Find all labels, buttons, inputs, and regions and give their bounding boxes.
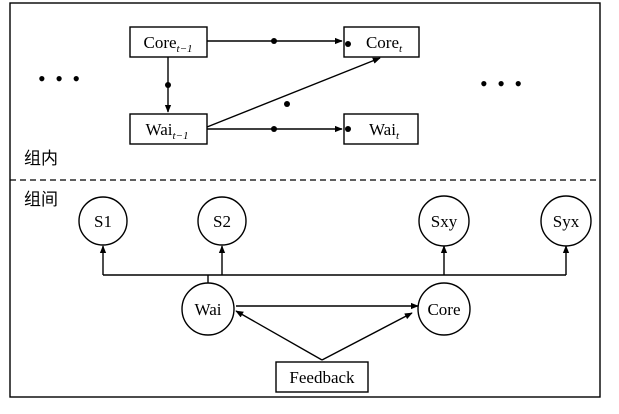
node-sxy-label: Sxy [431,212,458,231]
node-s1: S1 [78,196,128,246]
svg-text:Coret: Coret [366,33,403,55]
node-core-label: Core [427,300,460,319]
node-feedback-label: Feedback [289,368,355,387]
edge-feedback-to-wai [235,310,323,361]
section-label-between: 组间 [24,190,58,210]
node-wai-prev-label: Wai [146,120,173,139]
outer-frame [9,2,601,398]
section-label-within: 组内 [24,149,58,169]
node-core-prev-label: Core [143,33,176,52]
node-wai-curr-label: Wai [369,120,396,139]
edge-dot [271,38,277,44]
edge-dot [165,82,171,88]
node-core-curr-subscript: t [399,43,403,55]
edge-dot [284,101,290,107]
node-wai: Wai [181,282,235,336]
node-wai-curr-subscript: t [396,130,400,142]
ellipsis-left: • • • [38,66,82,91]
edge-feedback-to-core [321,312,413,361]
svg-text:Wait−1: Wait−1 [146,120,189,142]
ellipsis-right: • • • [480,71,524,96]
node-s2-label: S2 [213,212,231,231]
node-sxy: Sxy [418,195,470,247]
node-s2: S2 [197,196,247,246]
svg-text:Coret−1: Coret−1 [143,33,192,55]
node-wai-prev-subscript: t−1 [172,130,188,142]
node-feedback: Feedback [275,361,369,393]
svg-text:Wait: Wait [369,120,400,142]
node-core-prev: Coret−1 [129,26,208,58]
node-syx: Syx [540,195,592,247]
node-wai-curr: Wait [343,113,419,145]
node-wai-label: Wai [195,300,222,319]
edge-wai-prev-to-core-curr [206,57,381,128]
node-wai-prev: Wait−1 [129,113,208,145]
node-syx-label: Syx [553,212,580,231]
node-core: Core [417,282,471,336]
node-core-curr-label: Core [366,33,399,52]
edge-dot [271,126,277,132]
node-s1-label: S1 [94,212,112,231]
node-core-prev-subscript: t−1 [177,43,193,55]
node-core-curr: Coret [343,26,420,58]
